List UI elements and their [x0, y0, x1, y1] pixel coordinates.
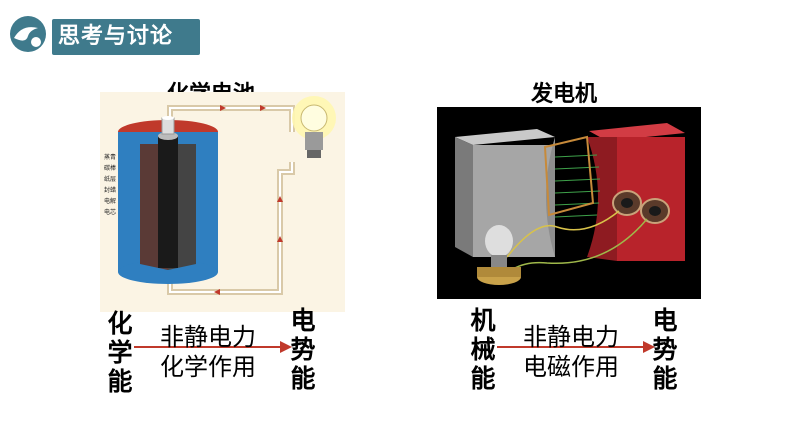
battery-part-label: 电芯	[104, 209, 117, 216]
process-mechanism-label: 化学作用	[160, 353, 256, 381]
generator-figure	[437, 107, 701, 299]
header-bar	[52, 19, 200, 55]
battery-part-label: 封蜡	[104, 187, 117, 194]
process-mechanism-label: 电磁作用	[523, 353, 619, 381]
source-energy-label: 机械能	[470, 306, 496, 393]
result-energy-label: 电势能	[290, 306, 316, 393]
energy-arrow	[497, 340, 657, 354]
battery-part-label: 电解	[104, 198, 117, 205]
speech-bubble-icon	[8, 14, 48, 54]
process-force-label: 非静电力	[160, 323, 256, 351]
generator-title: 发电机	[531, 82, 598, 107]
page-title: 思考与讨论	[58, 24, 174, 49]
energy-arrow	[134, 340, 294, 354]
battery-part-label: 纸层	[104, 176, 117, 183]
battery-part-label: 蒸青	[104, 154, 117, 161]
battery-circuit-figure	[100, 92, 345, 312]
process-force-label: 非静电力	[523, 323, 619, 351]
battery-parts-labels: 蒸青 碳棒 纸层 封蜡 电解 电芯	[104, 152, 116, 218]
battery-part-label: 碳棒	[104, 165, 117, 172]
result-energy-label: 电势能	[652, 306, 678, 393]
source-energy-label: 化学能	[107, 309, 133, 396]
